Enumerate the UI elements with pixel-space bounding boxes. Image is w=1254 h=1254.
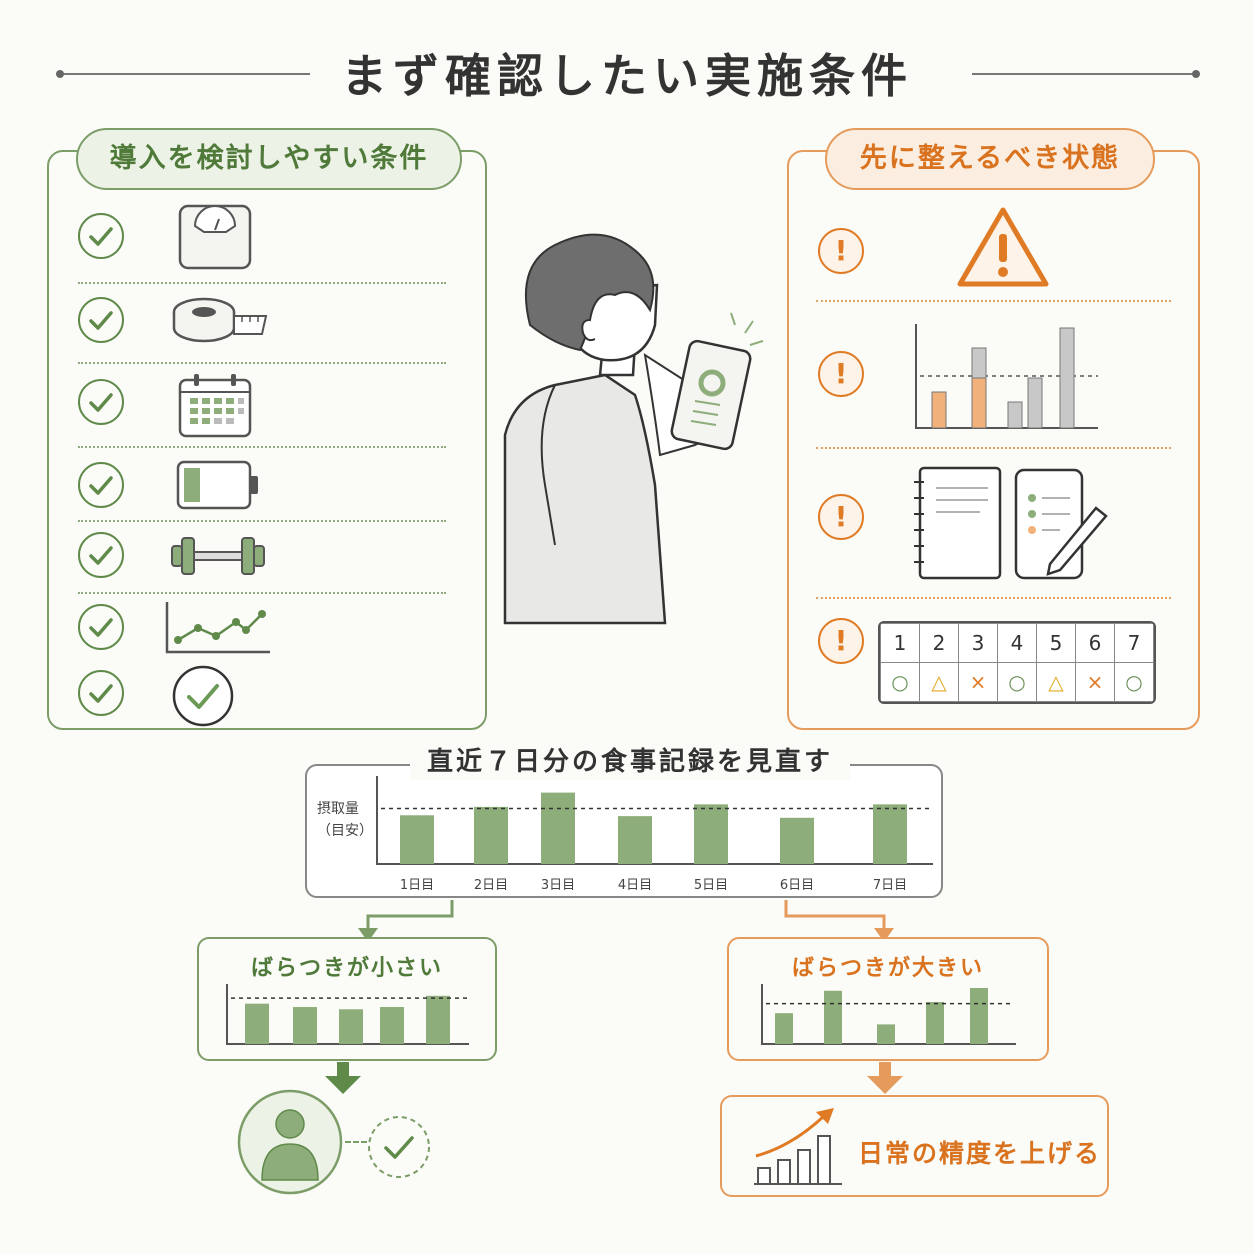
divider: [816, 447, 1171, 449]
divider: [816, 300, 1171, 302]
tape-measure-icon: [172, 297, 268, 343]
chart-bar: [339, 1009, 363, 1044]
person-avatar-icon: [237, 1089, 343, 1195]
week-grid-marks-row: ○ △ × ○ △ × ○: [880, 662, 1154, 702]
week-day: 4: [997, 623, 1037, 663]
check-icon: [78, 670, 124, 716]
chart-bar: [694, 804, 728, 864]
page-title: まず確認したい実施条件: [341, 49, 913, 103]
review-tick-label: 3日目: [540, 878, 576, 893]
review-tick-label: 7日目: [872, 878, 908, 893]
week-mark: △: [919, 662, 959, 702]
chart-bar: [780, 817, 814, 864]
review-bar-chart: [376, 776, 933, 865]
chart-bar: [877, 1024, 895, 1044]
check-icon: [78, 532, 124, 578]
growth-chart-icon: [754, 1108, 842, 1185]
title-dot-right: [1192, 70, 1200, 78]
battery-icon: [176, 460, 258, 510]
chart-bar: [873, 804, 907, 864]
week-day: 3: [958, 623, 998, 663]
review-ylabel-line1: 摂取量: [317, 801, 359, 817]
divider: [78, 282, 446, 284]
exclamation-icon: !: [818, 618, 864, 664]
chart-bar: [926, 1002, 944, 1044]
divider: [816, 597, 1171, 599]
chart-bar: [618, 816, 652, 864]
review-chart-header: 直近７日分の食事記録を見直す: [410, 744, 850, 780]
week-mark: ○: [880, 662, 920, 702]
exclamation-icon: !: [818, 351, 864, 397]
connector-arrows: [358, 900, 894, 942]
check-icon: [78, 379, 124, 425]
check-icon: [78, 462, 124, 508]
week-day: 2: [919, 623, 959, 663]
check-icon: [78, 213, 124, 259]
small-variation-label: ばらつきが小さい: [250, 956, 443, 981]
notebook-phone-icon: [914, 466, 1108, 580]
review-tick-label: 6日目: [779, 878, 815, 893]
week-mark: ○: [997, 662, 1037, 702]
check-circle-icon: [172, 665, 234, 727]
week-day: 1: [880, 623, 920, 663]
week-grid: 1 2 3 4 5 6 7 ○ △ × ○ △ × ○: [878, 621, 1156, 704]
review-ylabel-line2: （目安）: [317, 823, 373, 839]
person-with-phone-illustration: [503, 233, 764, 625]
week-grid-days-row: 1 2 3 4 5 6 7: [880, 623, 1154, 663]
divider: [78, 520, 446, 522]
week-mark: ○: [1114, 662, 1154, 702]
review-tick-label: 1日目: [399, 878, 435, 893]
chart-bar: [824, 990, 842, 1044]
title-dot-left: [56, 70, 64, 78]
down-arrow-orange: [867, 1062, 903, 1094]
week-day: 5: [1036, 623, 1076, 663]
week-day: 7: [1114, 623, 1154, 663]
chart-bar: [775, 1013, 793, 1044]
prerequisite-state-tag: 先に整えるべき状態: [825, 128, 1155, 190]
chart-bar: [380, 1007, 404, 1044]
chart-bar: [426, 995, 450, 1044]
week-mark: ×: [1075, 662, 1115, 702]
week-day: 6: [1075, 623, 1115, 663]
review-tick-label: 2日目: [473, 878, 509, 893]
large-variation-bar-chart: [761, 984, 1016, 1045]
title-line-left: [60, 73, 310, 75]
warning-triangle-icon: [957, 207, 1049, 287]
exclamation-icon: !: [818, 228, 864, 274]
small-variation-bar-chart: [226, 984, 469, 1045]
divider: [78, 446, 446, 448]
check-icon: [78, 297, 124, 343]
large-variation-label: ばらつきが大きい: [791, 956, 984, 981]
week-mark: △: [1036, 662, 1076, 702]
chart-axis: [376, 776, 933, 865]
chart-bar: [400, 815, 434, 864]
calendar-icon: [178, 374, 252, 438]
dumbbell-icon: [171, 537, 265, 575]
chart-bar: [245, 1003, 269, 1044]
title-line-right: [972, 73, 1194, 75]
dashed-check-icon: [368, 1116, 430, 1178]
improve-accuracy-label: 日常の精度を上げる: [858, 1139, 1102, 1168]
chart-bar: [970, 988, 988, 1044]
review-tick-label: 5日目: [693, 878, 729, 893]
chart-bar: [541, 792, 575, 864]
line-trend-icon: [165, 602, 270, 654]
check-icon: [78, 604, 124, 650]
bar-chart-icon: [915, 324, 1098, 429]
chart-bar: [293, 1007, 317, 1044]
down-arrow-green: [325, 1062, 361, 1094]
exclamation-icon: !: [818, 494, 864, 540]
week-mark: ×: [958, 662, 998, 702]
review-tick-label: 4日目: [617, 878, 653, 893]
divider: [78, 592, 446, 594]
week-grid-table: 1 2 3 4 5 6 7 ○ △ × ○ △ × ○: [880, 623, 1154, 702]
scale-icon: [178, 204, 252, 270]
recommended-conditions-tag: 導入を検討しやすい条件: [76, 128, 462, 190]
chart-bar: [474, 806, 508, 864]
divider: [78, 362, 446, 364]
dashed-connector: [345, 1141, 367, 1143]
